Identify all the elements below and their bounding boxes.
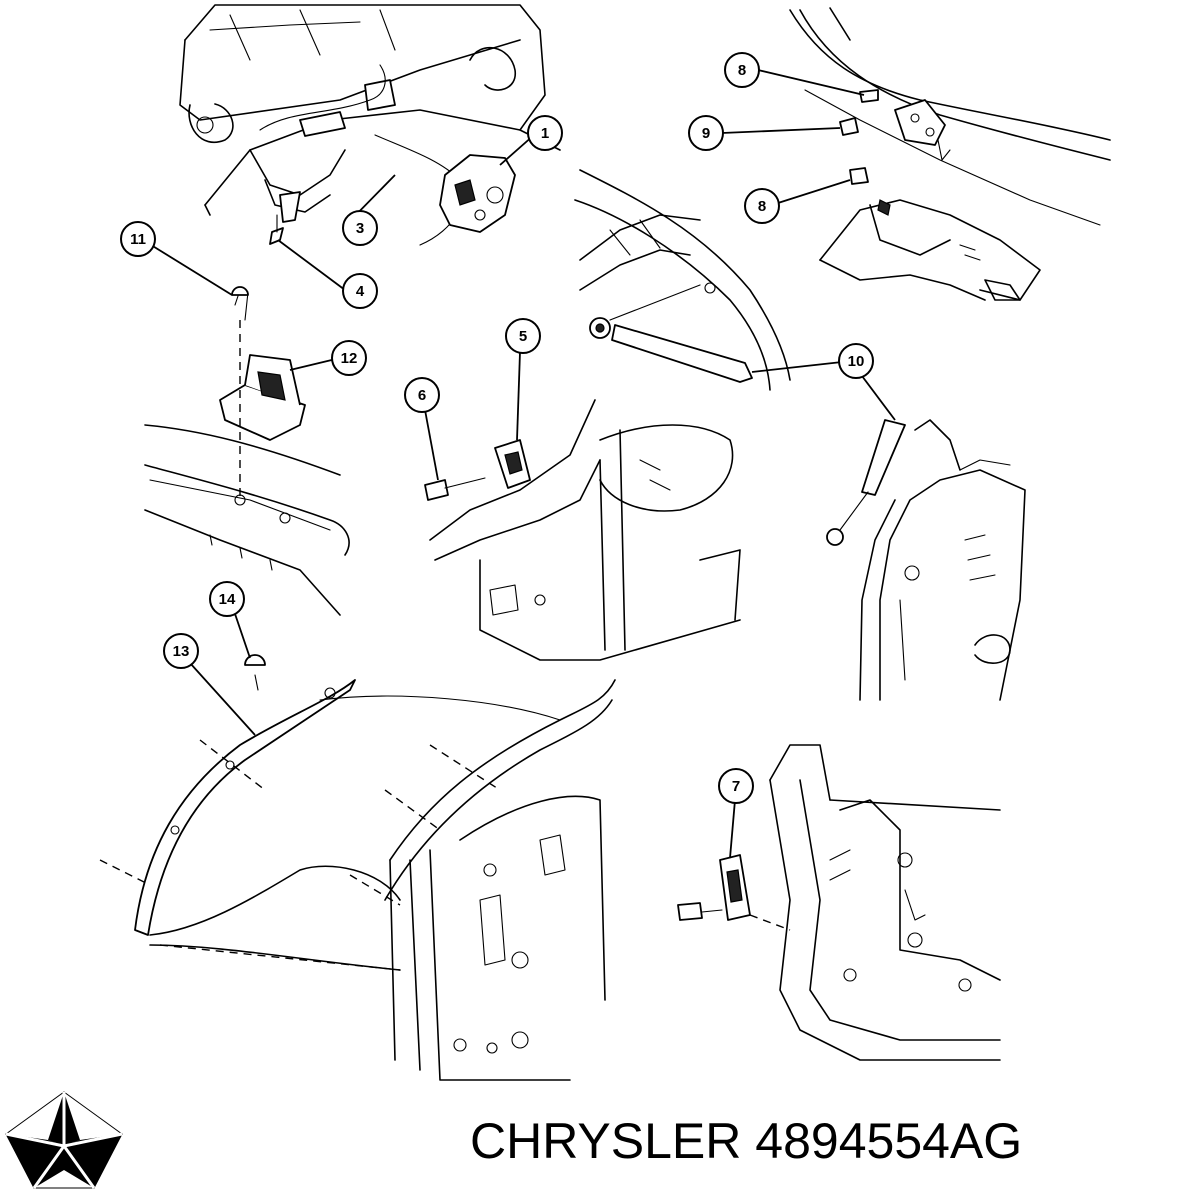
callout-8-bottom: 8: [744, 188, 780, 224]
callout-label: 10: [848, 353, 865, 370]
callout-7: 7: [718, 768, 754, 804]
callout-label: 4: [356, 283, 365, 300]
callout-label: 5: [519, 328, 527, 345]
callout-12: 12: [331, 340, 367, 376]
gas-strut-view: [826, 419, 1026, 701]
part-number-caption: CHRYSLER 4894554AG: [470, 1113, 1023, 1169]
callout-10: 10: [838, 343, 874, 379]
callout-4: 4: [342, 273, 378, 309]
latch-assembly-view: [179, 4, 561, 246]
callout-13: 13: [163, 633, 199, 669]
chrysler-pentastar-icon: [5, 1091, 123, 1189]
leader-lines: [142, 69, 896, 859]
support-rod-view: [574, 169, 791, 391]
weatherstrip-view: [99, 654, 561, 971]
callout-label: 7: [732, 778, 740, 795]
callout-label: 6: [418, 387, 426, 404]
striker-view: [677, 744, 1001, 1061]
hinge-assembly-view: [789, 7, 1111, 301]
callout-3: 3: [342, 210, 378, 246]
callout-label: 9: [702, 125, 710, 142]
callout-9: 9: [688, 115, 724, 151]
callout-label: 12: [341, 350, 358, 367]
callout-label: 1: [541, 125, 549, 142]
callout-11: 11: [120, 221, 156, 257]
callout-label: 3: [356, 220, 364, 237]
callout-8-top: 8: [724, 52, 760, 88]
callout-14: 14: [209, 581, 245, 617]
callout-label: 8: [758, 198, 766, 215]
bracket-view: [144, 286, 350, 616]
callout-1: 1: [527, 115, 563, 151]
callout-label: 8: [738, 62, 746, 79]
callout-6: 6: [404, 377, 440, 413]
b-pillar-view: [159, 679, 616, 1081]
callout-5: 5: [505, 318, 541, 354]
callout-label: 11: [130, 231, 146, 248]
callout-label: 14: [219, 591, 236, 608]
callout-label: 13: [173, 643, 190, 660]
pillar-bumper-view: [424, 399, 741, 661]
